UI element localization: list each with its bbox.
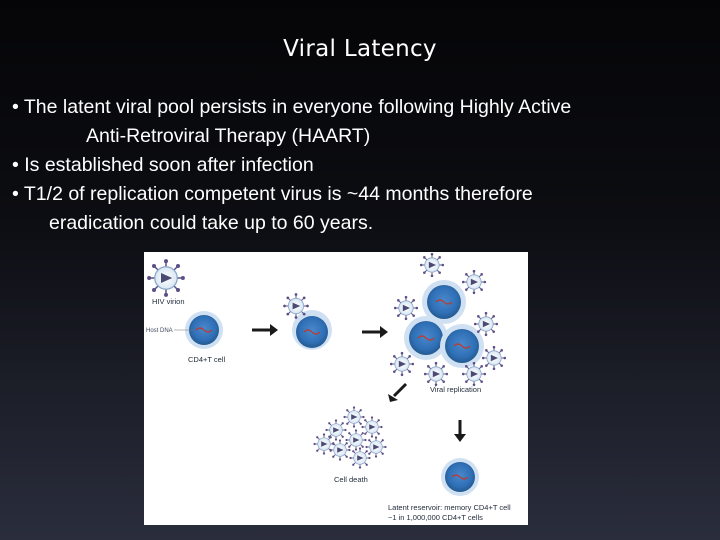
viral-replication-label: Viral replication <box>430 385 481 394</box>
latency-diagram: HIV virion Host DNA CD4+T cell <box>144 252 528 525</box>
bullet-1-line-1: • The latent viral pool persists in ever… <box>12 96 572 118</box>
bullet-2-line-1: • Is established soon after infection <box>12 154 314 176</box>
hiv-virion-icon <box>146 258 186 298</box>
arrow-right-icon <box>252 324 278 336</box>
latent-reservoir-label: Latent reservoir: memory CD4+T cell <box>388 503 511 512</box>
arrow-down-left-icon <box>388 382 408 402</box>
cd4-cell-label: CD4+T cell <box>188 355 226 364</box>
arrow-down-icon <box>454 420 466 442</box>
latency-diagram-svg: HIV virion Host DNA CD4+T cell <box>146 252 511 522</box>
cell-death-label: Cell death <box>334 475 368 484</box>
cd4-cell-icon <box>185 311 223 349</box>
hiv-virion-label: HIV virion <box>152 297 185 306</box>
latent-reservoir-frequency-label: ~1 in 1,000,000 CD4+T cells <box>388 513 483 522</box>
bullet-1-line-2: Anti-Retroviral Therapy (HAART) <box>86 125 371 147</box>
cell-death-cluster-icon <box>313 406 387 469</box>
bullet-3-line-1: • T1/2 of replication competent virus is… <box>12 183 533 205</box>
infected-cell-icon <box>282 292 332 350</box>
bullet-list: • The latent viral pool persists in ever… <box>12 93 712 238</box>
arrow-right-icon <box>362 326 388 338</box>
bullet-3-line-2: eradication could take up to 60 years. <box>49 212 374 234</box>
slide-title: Viral Latency <box>283 36 437 62</box>
latent-reservoir-cell-icon <box>441 458 479 496</box>
host-dna-label: Host DNA <box>146 328 173 334</box>
viral-replication-cluster-icon <box>389 252 507 387</box>
